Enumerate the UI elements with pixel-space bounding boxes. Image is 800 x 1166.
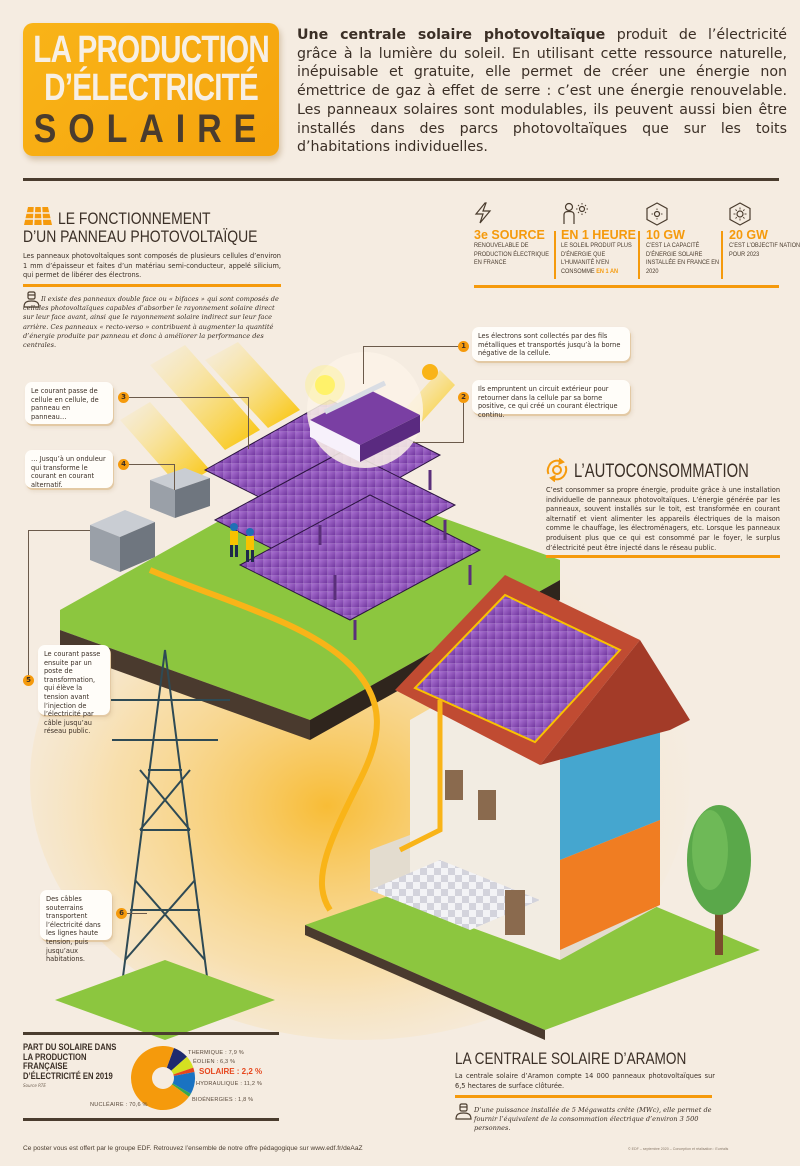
pie-chart	[131, 1046, 195, 1110]
solar-infrastructure-illustration	[30, 342, 760, 1040]
autoconsommation-title: L’AUTOCONSOMMATION	[574, 461, 749, 482]
stat-item: EN 1 HEURE LE SOLEIL PRODUIT PLUS D’ÉNER…	[561, 202, 639, 276]
step-4-callout: … Jusqu’à un onduleur qui transforme le …	[25, 450, 113, 489]
stat-separator	[554, 231, 556, 279]
hexagon-sun-icon	[729, 202, 800, 226]
stat-separator	[721, 231, 723, 279]
stat-item: 20 GW C’EST L’OBJECTIF NATIONAL POUR 202…	[729, 202, 800, 259]
step-5-leader	[28, 530, 29, 676]
step-6-leader	[127, 913, 147, 914]
title-line-3: SOLAIRE	[33, 106, 269, 151]
title-line-2: D’ÉLECTRICITÉ	[44, 66, 259, 109]
step-4-leader	[129, 464, 175, 465]
stat-description: C’EST L’OBJECTIF NATIONAL POUR 2023	[729, 242, 800, 258]
pie-label-nucleaire: NUCLÉAIRE : 70,6 %	[90, 1102, 148, 1108]
person-sun-icon	[561, 202, 639, 226]
step-3-badge: 3	[118, 392, 129, 403]
solar-panel-icon	[23, 206, 53, 230]
pie-label-bioenergies: BIOÉNERGIES : 1,8 %	[192, 1097, 254, 1103]
recycle-sun-icon	[545, 457, 569, 486]
footer-copyright: © EDF – septembre 2020 – Conception et r…	[628, 1147, 729, 1151]
aramon-divider	[455, 1095, 712, 1098]
stat-description: LE SOLEIL PRODUIT PLUS D’ÉNERGIE QUE L’H…	[561, 242, 632, 275]
step-3-callout: Le courant passe de cellule en cellule, …	[25, 382, 113, 424]
pie-label-hydraulique: HYDRAULIQUE : 11,2 %	[196, 1081, 263, 1087]
step-3-leader	[248, 397, 249, 449]
chart-title: PART DU SOLAIRE DANS LA PRODUCTION FRANÇ…	[23, 1042, 117, 1081]
autoconsommation-divider	[546, 555, 780, 558]
step-1-leader	[363, 346, 458, 347]
step-6-callout: Des câbles souterrains transportent l’él…	[40, 890, 112, 963]
step-6-badge: 6	[116, 908, 127, 919]
fonctionnement-title-2: D’UN PANNEAU PHOTOVOLTAÏQUE	[23, 227, 258, 246]
pie-label-solaire: SOLAIRE : 2,2 %	[199, 1067, 263, 1076]
step-5-callout: Le courant passe ensuite par un poste de…	[38, 645, 110, 735]
hexagon-sun-icon	[646, 202, 724, 226]
step-5-badge: 5	[23, 675, 34, 686]
step-1-badge: 1	[458, 341, 469, 352]
aramon-title: LA CENTRALE SOLAIRE D’ARAMON	[455, 1049, 687, 1068]
stat-item: 10 GW C’EST LA CAPACITÉ D’ÉNERGIE SOLAIR…	[646, 202, 724, 276]
stat-description: RENOUVELABLE DE PRODUCTION ÉLECTRIQUE EN…	[474, 242, 550, 267]
step-4-badge: 4	[118, 459, 129, 470]
step-2-leader	[463, 403, 464, 443]
autoconsommation-body: C’est consommer sa propre énergie, produ…	[546, 486, 780, 552]
step-1-callout: Les électrons sont collectés par des fil…	[472, 327, 630, 361]
lightning-icon	[474, 202, 552, 226]
stat-description: C’EST LA CAPACITÉ D’ÉNERGIE SOLAIRE INST…	[646, 242, 720, 275]
fonctionnement-divider	[23, 284, 281, 287]
step-2-leader	[413, 442, 464, 443]
fonctionnement-body: Les panneaux photovoltaïques sont compos…	[23, 252, 281, 280]
aramon-tip: D’une puissance installée de 5 Mégawatts…	[474, 1106, 712, 1133]
step-4-leader	[174, 464, 175, 490]
step-2-callout: Ils empruntent un circuit extérieur pour…	[472, 380, 630, 419]
chart-bottom-rule	[23, 1118, 279, 1121]
stat-value: 10 GW	[646, 228, 685, 242]
chart-source: Source RTE	[23, 1083, 46, 1088]
poster-title-block: LA PRODUCTION D’ÉLECTRICITÉ SOLAIRE	[23, 23, 279, 156]
top-divider	[23, 178, 779, 181]
intro-bold: Une centrale solaire photovoltaïque	[297, 27, 606, 43]
step-1-leader	[363, 346, 364, 384]
stats-divider	[474, 285, 779, 288]
aramon-body: La centrale solaire d’Aramon compte 14 0…	[455, 1072, 715, 1090]
stat-value: 20 GW	[729, 228, 768, 242]
stat-value: 3e SOURCE	[474, 228, 545, 242]
stat-value: EN 1 HEURE	[561, 228, 637, 242]
chart-top-rule	[23, 1032, 279, 1035]
expert-avatar-icon	[23, 291, 40, 312]
step-5-leader	[28, 530, 90, 531]
expert-avatar-icon	[455, 1103, 472, 1124]
footer-credit: Ce poster vous est offert par le groupe …	[23, 1145, 363, 1152]
intro-paragraph: Une centrale solaire photovoltaïque prod…	[297, 26, 787, 157]
stat-item: 3e SOURCE RENOUVELABLE DE PRODUCTION ÉLE…	[474, 202, 552, 268]
intro-rest: produit de l’électricité grâce à la lumi…	[297, 27, 787, 156]
step-2-badge: 2	[458, 392, 469, 403]
title-line-1: LA PRODUCTION	[33, 28, 270, 71]
stat-separator	[638, 231, 640, 279]
fonctionnement-title-1: LE FONCTIONNEMENT	[58, 209, 211, 228]
pie-label-eolien: ÉOLIEN : 6,3 %	[193, 1059, 236, 1065]
fonctionnement-tip: Il existe des panneaux double face ou « …	[23, 295, 279, 350]
step-3-leader	[129, 397, 249, 398]
pie-label-thermique: THERMIQUE : 7,9 %	[188, 1050, 244, 1056]
